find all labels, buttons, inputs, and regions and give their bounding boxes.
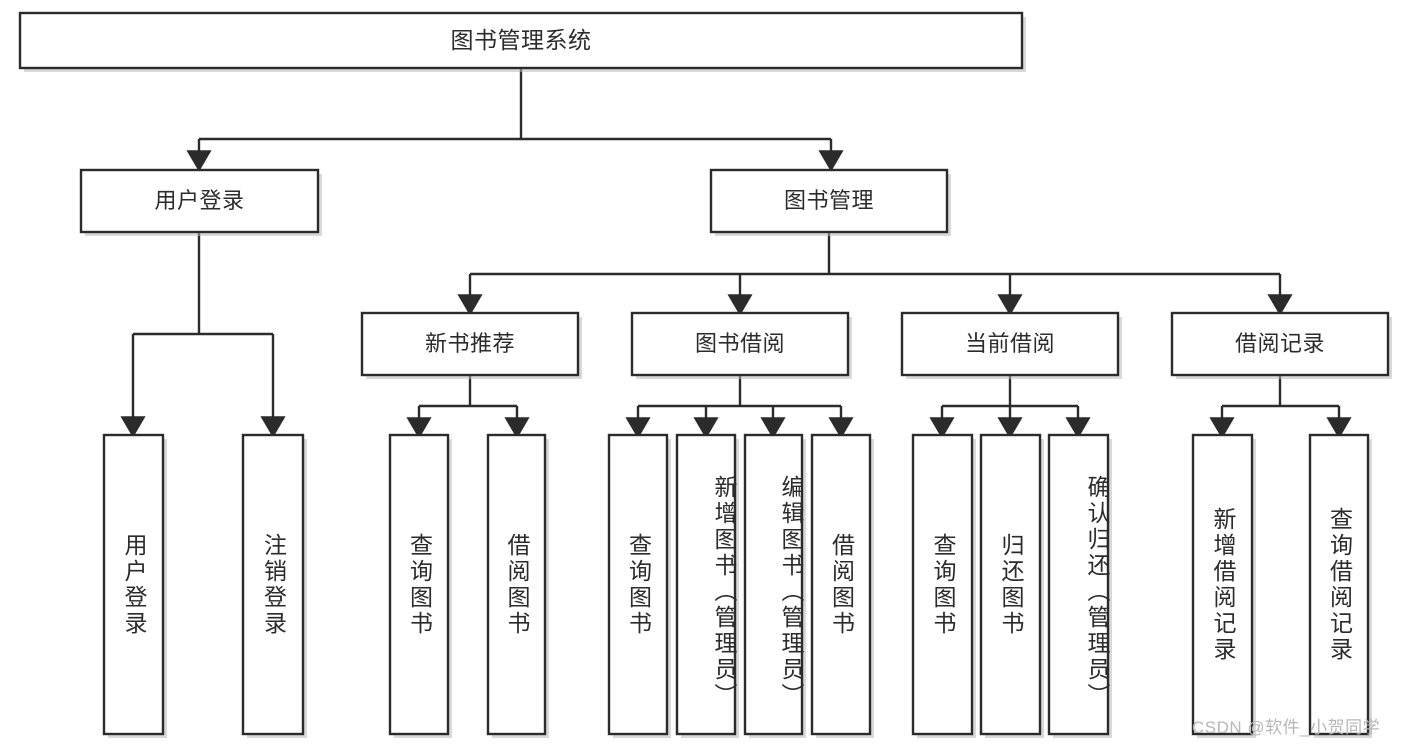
node-box-confirm-return[interactable] <box>1047 433 1110 736</box>
node-box-query-book-3[interactable] <box>911 433 974 736</box>
node-box-user-logout[interactable] <box>241 433 305 736</box>
node-box-edit-book[interactable] <box>743 433 804 736</box>
node-box-current-borrow[interactable] <box>900 311 1120 377</box>
node-box-add-book[interactable] <box>675 433 737 736</box>
node-box-root[interactable] <box>18 11 1024 70</box>
node-box-query-book-1[interactable] <box>388 433 450 736</box>
node-box-borrow-book-2[interactable] <box>810 433 872 736</box>
node-box-new-book-recommend[interactable] <box>360 311 580 377</box>
node-box-return-book[interactable] <box>979 433 1042 736</box>
node-box-borrow-record[interactable] <box>1170 311 1390 377</box>
node-box-query-book-2[interactable] <box>607 433 669 736</box>
node-box-user-login-do[interactable] <box>102 433 165 736</box>
node-boxes <box>18 11 1390 736</box>
csdn-watermark: CSDN @软件_小贺同学 <box>1192 718 1381 737</box>
node-box-user-login[interactable] <box>79 168 320 234</box>
node-box-query-borrow-record[interactable] <box>1308 433 1370 736</box>
connectors <box>120 68 1352 439</box>
node-box-book-borrow[interactable] <box>630 311 850 377</box>
node-box-add-borrow-record[interactable] <box>1191 433 1254 736</box>
node-box-book-manage[interactable] <box>709 168 949 234</box>
node-box-borrow-book-1[interactable] <box>486 433 547 736</box>
